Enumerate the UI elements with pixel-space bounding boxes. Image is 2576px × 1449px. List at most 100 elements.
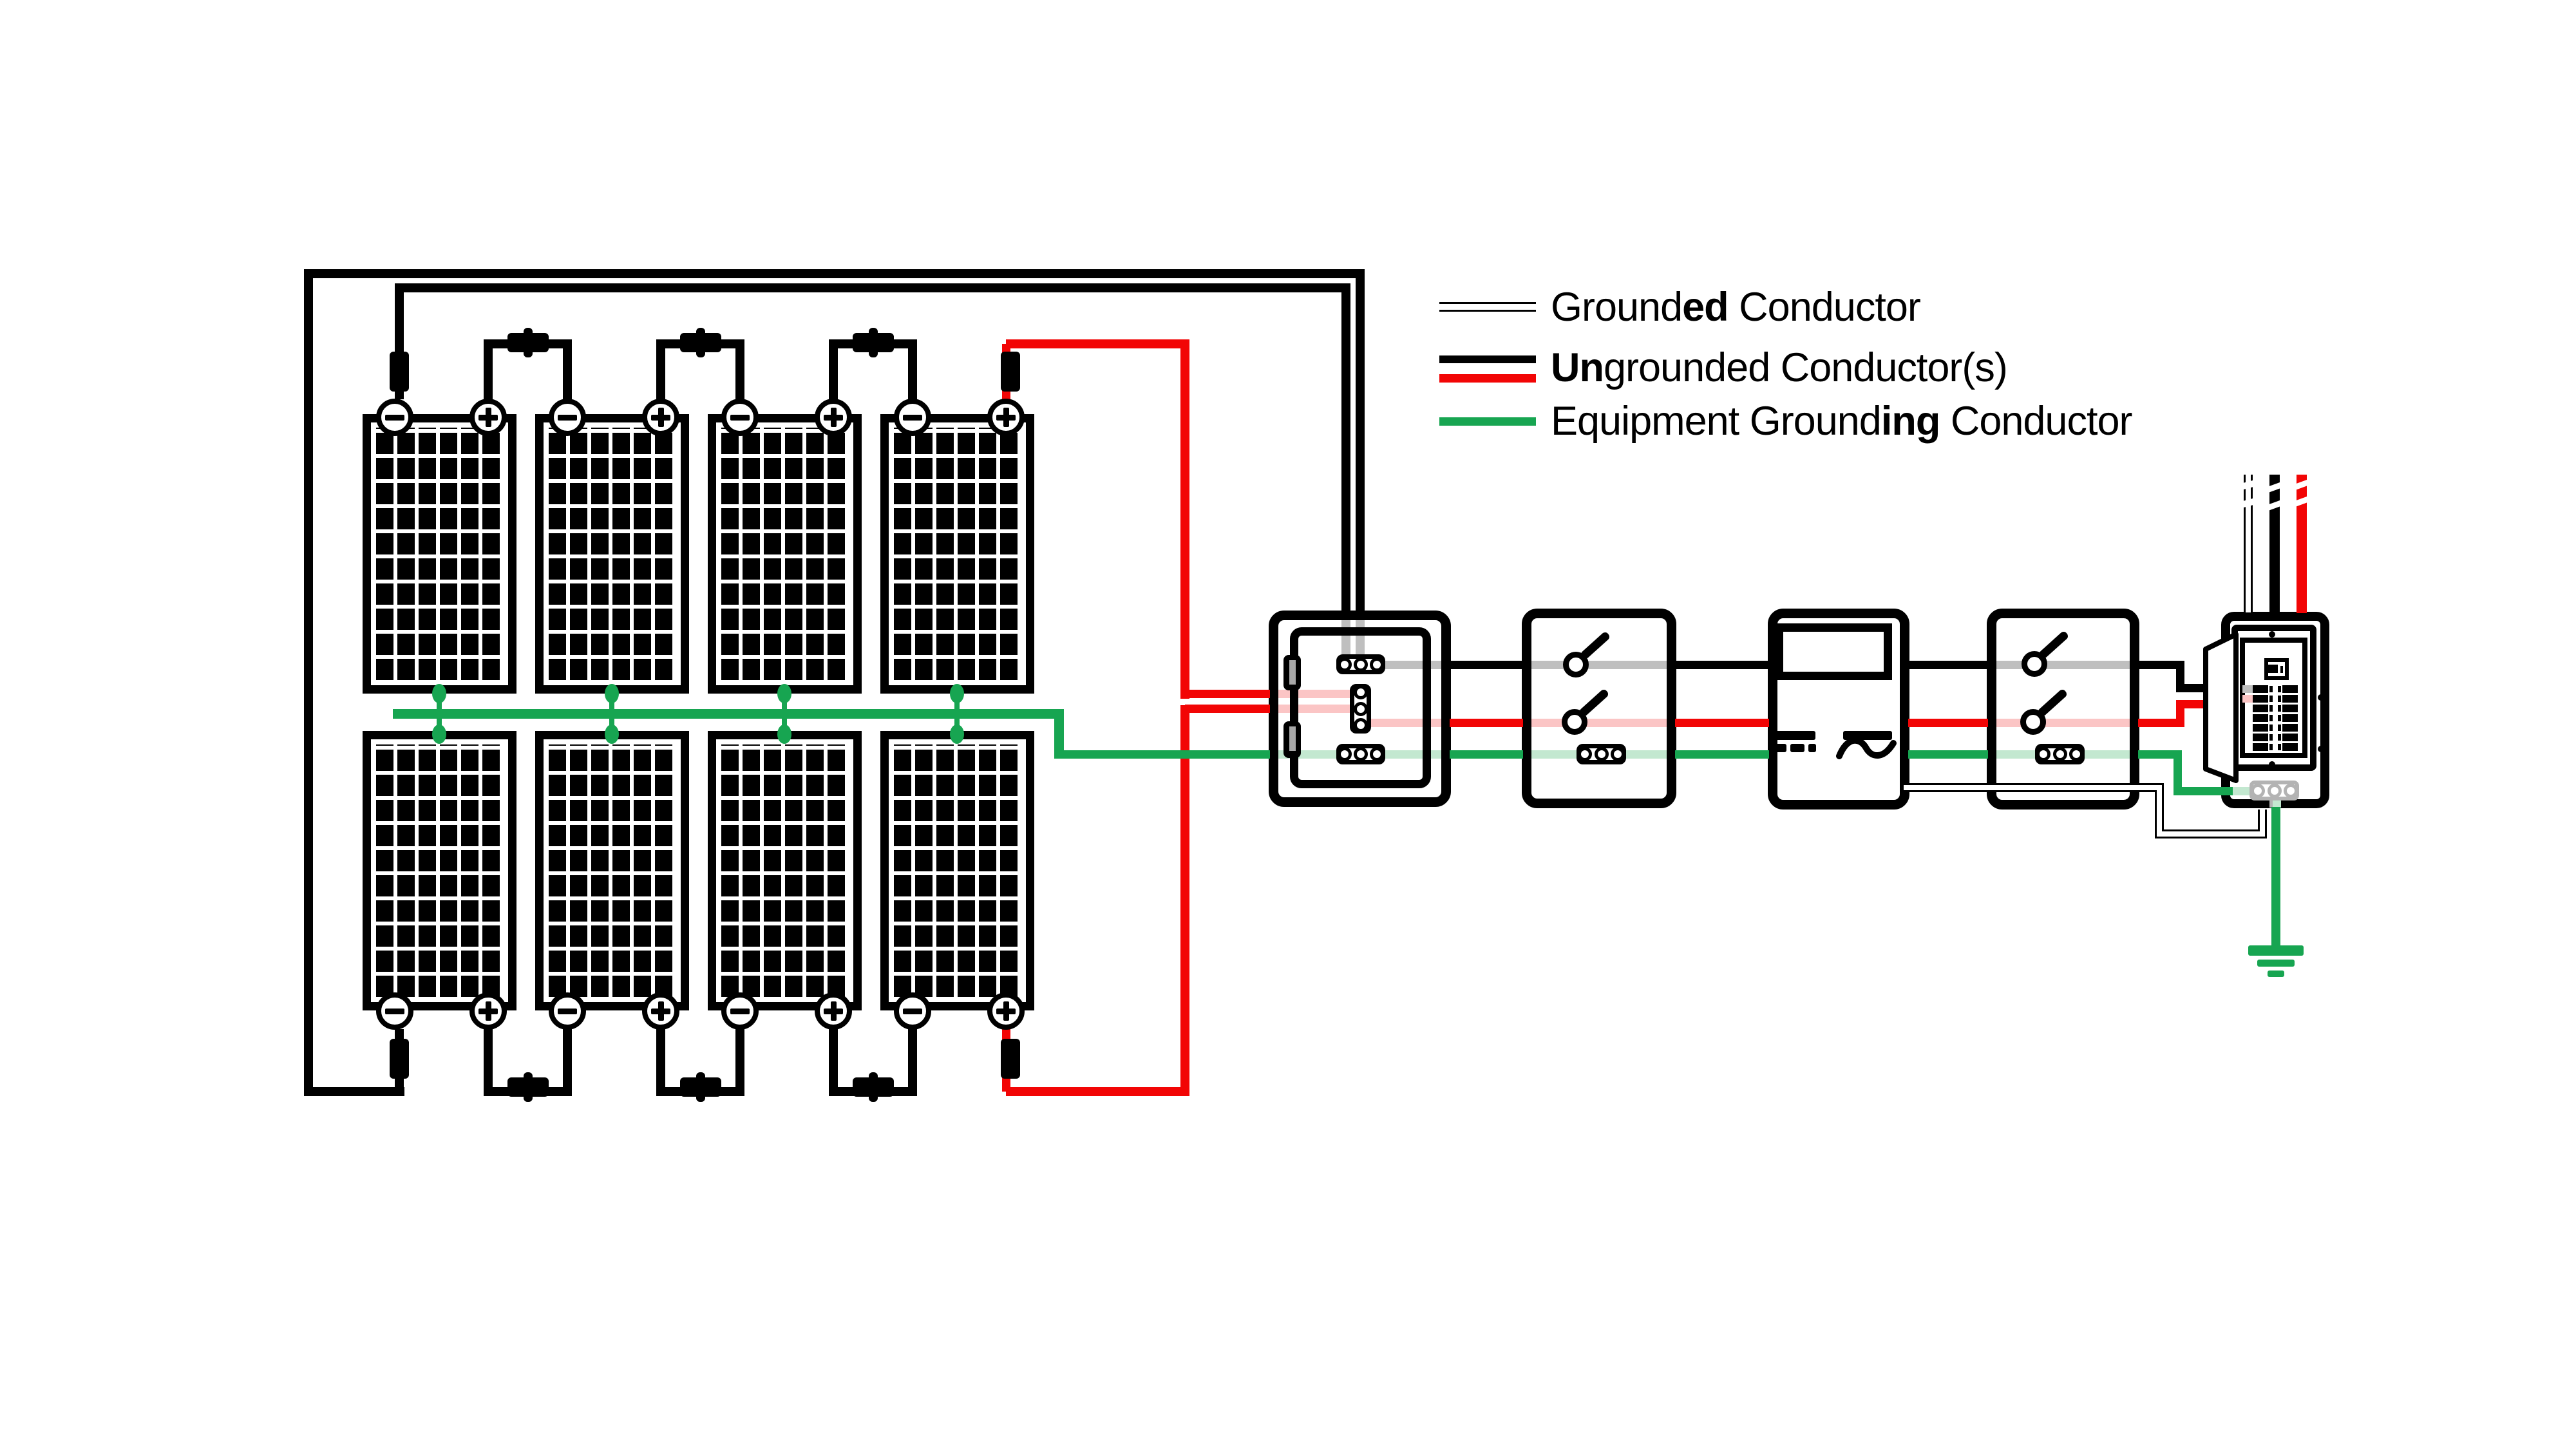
ac-black-jog-run <box>2176 684 2210 692</box>
main-breaker-switch <box>2268 665 2278 673</box>
breaker-handle <box>2269 744 2273 750</box>
egc-bond-dot-bottom <box>432 724 446 744</box>
breaker-handle <box>2269 734 2273 741</box>
terminal-screw <box>1337 747 1352 761</box>
bus-green-1 <box>1450 750 1523 759</box>
mc4-connector-vertical <box>1001 352 1020 392</box>
neutral-wire-core-1 <box>1904 785 2162 790</box>
breaker-feed-stub-red <box>2242 695 2253 703</box>
terminal-screw <box>2036 747 2050 761</box>
breaker-handle <box>2269 696 2273 702</box>
ac-symbol-sine-icon <box>1836 738 1897 759</box>
mc4-connector-bump <box>868 1072 878 1102</box>
solar-panel-r2-3 <box>708 731 862 1010</box>
breaker <box>2282 695 2298 703</box>
neutral-bar-stem-1 <box>2269 799 2273 808</box>
plus-icon-vertical <box>1003 1001 1009 1021</box>
terminal-screw <box>1337 657 1352 672</box>
negative-terminal <box>376 399 413 436</box>
minus-icon <box>385 414 404 421</box>
solar-cells <box>549 428 676 680</box>
breaker-handle <box>2278 686 2281 692</box>
bus-red-1 <box>1450 719 1523 727</box>
string1-positive-homerun-top <box>1006 339 1189 348</box>
junction-box-hinge-bottom-pin <box>1289 726 1296 751</box>
terminal-screw <box>2284 783 2298 798</box>
breaker-handle <box>2278 724 2281 731</box>
legend-swatch-egc <box>1439 417 1536 426</box>
main-breaker-tick <box>2280 666 2283 673</box>
legend-text: Ground <box>1551 285 1683 330</box>
string2-positive-feed <box>1185 705 1270 713</box>
egc-bond-dot-bottom <box>605 724 619 744</box>
solar-cells <box>721 428 848 680</box>
legend-swatch-grounded <box>1439 302 1536 312</box>
minus-icon <box>903 414 922 421</box>
faded-egc-into-panel <box>2229 787 2255 795</box>
string2-negative-homerun-top <box>304 269 1365 278</box>
egc-bond-dot-top <box>950 684 964 703</box>
plus-icon-vertical <box>485 1001 491 1021</box>
terminal-screw <box>1370 657 1385 672</box>
ac-red-jog-run <box>2176 700 2210 708</box>
solar-cells <box>376 744 503 997</box>
breaker <box>2253 705 2268 712</box>
positive-terminal <box>987 399 1025 436</box>
dc-symbol-solid-bar <box>1776 731 1815 740</box>
breaker <box>2282 714 2298 722</box>
ac-disconnect <box>1987 609 2139 810</box>
breaker <box>2282 734 2298 741</box>
mc4-connector-bump <box>868 328 878 357</box>
plus-icon-vertical <box>830 1001 837 1021</box>
positive-terminal <box>642 399 679 436</box>
egc-bond-dot-top <box>777 684 791 703</box>
minus-icon <box>730 1008 750 1014</box>
panel-screw-right-1 <box>2318 694 2324 701</box>
breaker-handle <box>2278 744 2281 750</box>
positive-terminal <box>815 399 852 436</box>
bus-red-3 <box>1908 719 1988 727</box>
series-jumper <box>656 1029 665 1092</box>
string2-negative-homerun-bottom <box>304 1087 404 1096</box>
plus-icon-vertical <box>658 1001 664 1021</box>
breaker <box>2253 695 2268 703</box>
negative-terminal <box>894 992 931 1030</box>
bus-green-2 <box>1675 750 1769 759</box>
breaker-handle <box>2269 705 2273 712</box>
string1-positive-feed <box>1185 690 1270 698</box>
panel-door <box>2203 632 2239 783</box>
breaker-handle <box>2278 696 2281 702</box>
terminal-screw <box>1353 718 1368 733</box>
minus-icon <box>385 1008 404 1014</box>
plus-icon-vertical <box>1003 408 1009 427</box>
breaker <box>2282 743 2298 751</box>
series-jumper <box>563 1029 572 1092</box>
legend-label-egc: Equipment Grounding Conductor <box>1551 398 2132 444</box>
legend-swatch-ungrounded-red <box>1439 374 1536 383</box>
legend-text-bold: ing <box>1880 399 1940 444</box>
plus-icon-vertical <box>830 408 837 427</box>
egc-bond-dot-bottom <box>950 724 964 744</box>
series-jumper <box>735 1029 744 1092</box>
breaker <box>2282 724 2298 732</box>
series-jumper <box>735 344 744 399</box>
mc4-connector-bump <box>696 1072 705 1102</box>
panel-screw-top <box>2269 631 2275 638</box>
breaker-handle <box>2269 715 2273 721</box>
solar-panel-r2-4 <box>880 731 1034 1010</box>
legend-text-bold: ed <box>1682 285 1729 330</box>
egc-jog-run <box>2174 787 2233 795</box>
series-jumper <box>908 1029 917 1092</box>
positive-homerun-riser <box>1180 339 1189 1096</box>
minus-icon <box>903 1008 922 1014</box>
plus-icon-vertical <box>658 408 664 427</box>
negative-terminal <box>376 992 413 1030</box>
bus-green-4 <box>2138 750 2182 759</box>
dc-symbol-dash-1 <box>1776 744 1786 752</box>
egc-bond-dot-top <box>432 684 446 703</box>
breaker <box>2253 714 2268 722</box>
negative-terminal <box>549 399 586 436</box>
breaker <box>2282 685 2298 693</box>
terminal-screw <box>1370 747 1385 761</box>
panel-screw-right-2 <box>2318 746 2324 752</box>
